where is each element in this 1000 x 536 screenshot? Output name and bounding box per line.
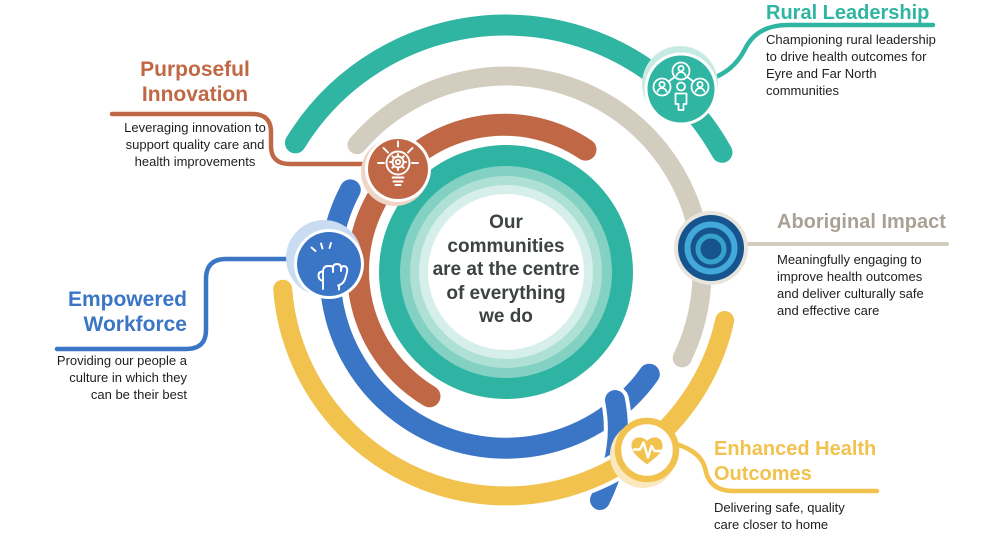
center-rings [379, 145, 633, 399]
raised-fist-icon [286, 220, 364, 299]
enhanced-health-outcomes-description: Delivering safe, quality care closer to … [714, 500, 845, 532]
aboriginal-impact-description: Meaningfully engaging to improve health … [777, 252, 924, 318]
aboriginal-impact-title: Aboriginal Impact [777, 211, 946, 233]
lightbulb-gear-icon [361, 136, 431, 206]
purposeful-innovation-title: Purposeful Innovation [140, 58, 250, 106]
empowered-workforce-title: Empowered Workforce [67, 288, 187, 336]
rural-leadership-description: Championing rural leadership to drive he… [766, 32, 936, 98]
empowered-workforce-description: Providing our people a culture in which … [56, 353, 187, 402]
rural-connector-line [704, 22, 936, 83]
innovation-connector-line [109, 111, 379, 167]
concentric-circles-icon [674, 211, 748, 285]
rural-leadership-title: Rural Leadership [766, 2, 930, 24]
purposeful-innovation-description: Leveraging innovation to support quality… [124, 120, 266, 169]
people-network-icon [642, 46, 718, 126]
workforce-connector-line [54, 256, 308, 352]
outcomes-connector-line [665, 439, 880, 494]
arc-enhanced-health-outcomes [269, 275, 739, 510]
heart-pulse-icon [610, 417, 680, 488]
center-message: Our communities are at the centre of eve… [432, 212, 580, 327]
enhanced-health-outcomes-title: Enhanced Health Outcomes [714, 438, 877, 485]
